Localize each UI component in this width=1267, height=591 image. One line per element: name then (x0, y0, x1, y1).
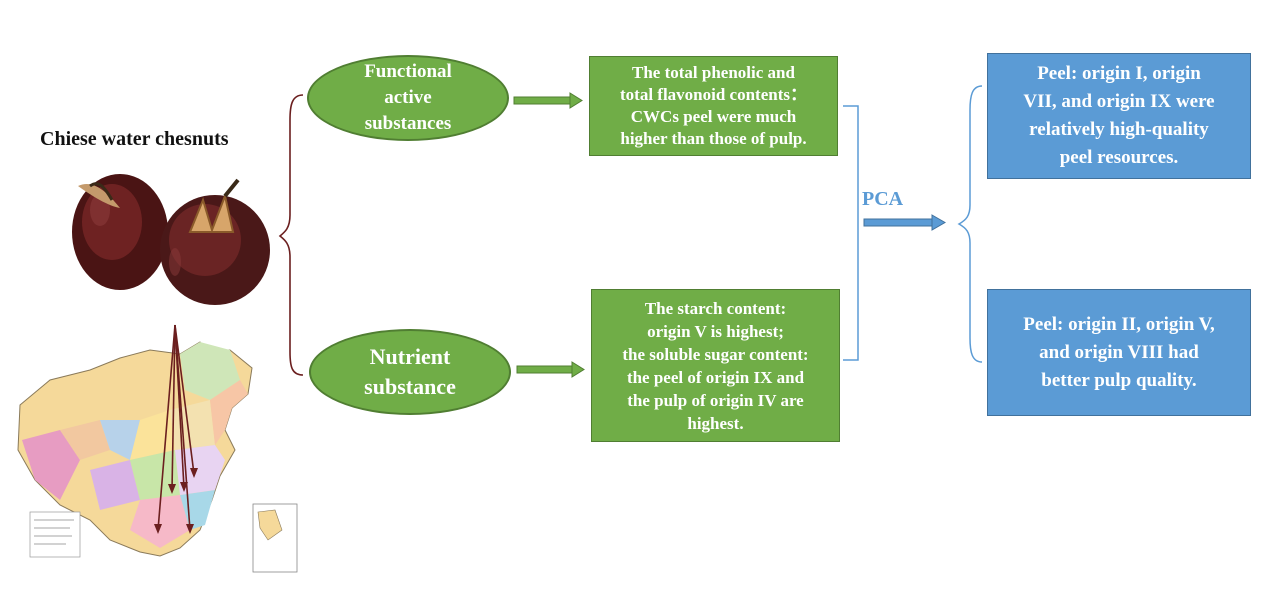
pca-label: PCA (862, 188, 904, 210)
peel-box-2-line: Peel: origin II, origin V, (1023, 313, 1215, 335)
peel-quality-box: Peel: origin I, origin VII, and origin I… (987, 53, 1251, 179)
water-chestnut-image (72, 174, 270, 305)
china-map-image (17, 324, 298, 573)
peel-box-2-line: better pulp quality. (1041, 369, 1197, 391)
starch-line: origin V is highest; (647, 321, 784, 341)
phenolic-line: total flavonoid contents： (620, 85, 807, 104)
functional-active-substances-node: Functional active substances (307, 55, 509, 141)
diagram-title: Chiese water chesnuts (40, 128, 229, 150)
pulp-quality-box: Peel: origin II, origin V, and origin VI… (987, 289, 1251, 416)
peel-box-1-line: peel resources. (1059, 147, 1179, 168)
nutrient-label-line: substance (364, 374, 456, 399)
peel-box-1-line: VII, and origin IX were (1023, 91, 1215, 112)
starch-line: The starch content: (644, 298, 787, 318)
phenolic-flavonoid-box: The total phenolic and total flavonoid c… (589, 56, 838, 156)
starch-line: the peel of origin IX and (626, 367, 805, 387)
functional-label-line: active (384, 87, 432, 108)
nutrient-label-line: Nutrient (369, 344, 451, 369)
left-brace (278, 94, 304, 376)
peel-box-1-line: Peel: origin I, origin (1037, 63, 1201, 84)
blue-brace (957, 85, 983, 363)
starch-line: the pulp of origin IV are (627, 390, 804, 410)
starch-line: highest. (687, 413, 744, 433)
nutrient-substance-node: Nutrient substance (309, 329, 511, 415)
phenolic-line: CWCs peel were much (630, 107, 797, 126)
phenolic-line: higher than those of pulp. (620, 129, 807, 148)
arrow-functional-to-phenolic (513, 92, 583, 109)
peel-box-1-line: relatively high-quality (1029, 119, 1209, 140)
arrow-nutrient-to-starch (516, 361, 585, 378)
starch-sugar-box: The starch content: origin V is highest;… (591, 289, 840, 442)
pca-arrow (863, 214, 947, 231)
functional-label-line: Functional (364, 61, 452, 82)
functional-label-line: substances (364, 113, 452, 134)
starch-line: the soluble sugar content: (622, 344, 809, 364)
phenolic-line: The total phenolic and (632, 63, 795, 82)
right-bracket (843, 105, 859, 361)
peel-box-2-line: and origin VIII had (1039, 341, 1199, 363)
